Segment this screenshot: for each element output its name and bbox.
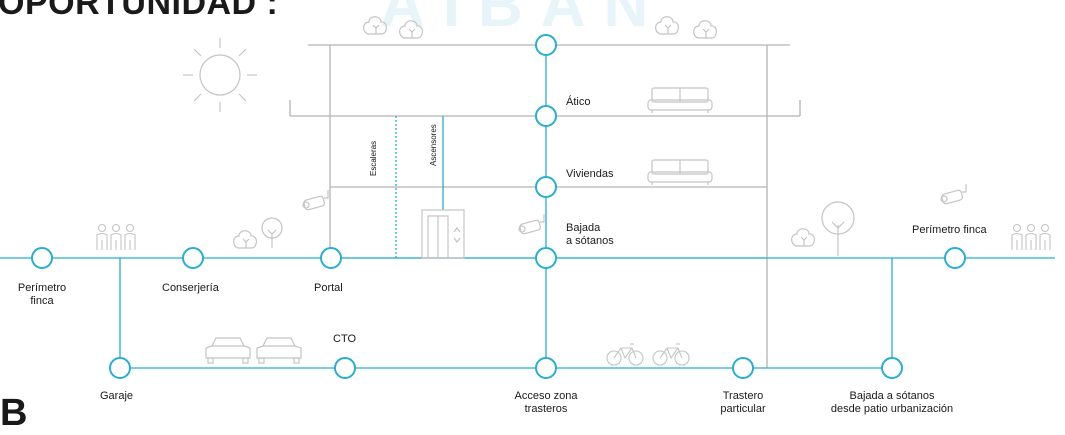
node-garaje (109, 357, 131, 379)
elevator-icon (421, 209, 465, 259)
node-conserjeria (182, 247, 204, 269)
label-acceso-zona-trasteros: Acceso zona trasteros (514, 390, 578, 415)
network-nodes (31, 34, 966, 379)
car-icon (256, 337, 302, 364)
node-viviendas (535, 176, 557, 198)
sofa-icon (647, 159, 713, 186)
node-perimetro-left (31, 247, 53, 269)
page-heading: OPORTUNIDAD : (0, 0, 279, 22)
label-perimetro-finca-left: Perímetro finca (17, 282, 67, 307)
camera-icon (518, 213, 545, 236)
label-portal: Portal (314, 282, 343, 294)
camera-icon (302, 189, 329, 212)
label-perimetro-finca-right: Perímetro finca (912, 224, 987, 236)
label-conserjeria: Conserjería (162, 282, 219, 294)
sofa-icon (647, 87, 713, 114)
people-icon (1011, 223, 1051, 251)
car-icon (205, 337, 251, 364)
tree-icon (399, 20, 423, 39)
people-icon (96, 223, 136, 251)
label-trastero-particular: Trastero particular (720, 390, 766, 415)
label-bajada-sotanos: Bajada a sótanos (566, 222, 614, 247)
tree-icon (233, 230, 257, 249)
network-diagram (0, 16, 1055, 379)
tree-icon (791, 228, 815, 247)
node-acceso-trasteros (535, 357, 557, 379)
node-bajada-sotanos (535, 247, 557, 269)
label-bajada-sotanos-patio: Bajada a sótanos desde patio urbanizació… (830, 390, 954, 415)
label-ascensores: Ascensores (429, 124, 438, 166)
camera-icon (940, 183, 967, 206)
sun-icon (183, 38, 257, 112)
label-cto: CTO (333, 333, 357, 345)
tree-icon (261, 217, 283, 249)
building-outline (289, 44, 801, 368)
bicycle-icon (652, 343, 690, 366)
network-lines (0, 45, 1055, 369)
watermark-text: AIBAN (380, 0, 667, 40)
label-viviendas: Viviendas (566, 168, 614, 180)
label-escaleras: Escaleras (369, 140, 378, 176)
node-portal (320, 247, 342, 269)
node-cto (334, 357, 356, 379)
tree-icon (821, 201, 855, 256)
label-atico: Ático (566, 96, 591, 108)
node-top (535, 34, 557, 56)
label-garaje: Garaje (100, 390, 134, 402)
node-perimetro-right (944, 247, 966, 269)
node-atico (535, 105, 557, 127)
tree-icon (363, 16, 387, 35)
node-bajada-patio (881, 357, 903, 379)
tree-icon (655, 16, 679, 35)
bicycle-icon (606, 343, 644, 366)
tree-icon (693, 20, 717, 39)
node-trastero-particular (732, 357, 754, 379)
